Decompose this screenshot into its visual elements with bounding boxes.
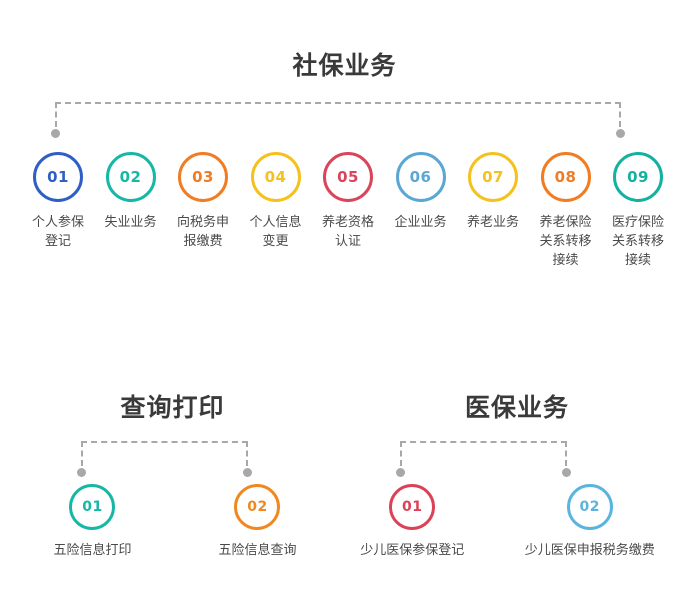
item-social-security-3[interactable]: 03 向税务申报缴费 (172, 152, 234, 251)
item-social-security-8[interactable]: 08 养老保险关系转移接续 (535, 152, 597, 270)
item-label: 向税务申报缴费 (176, 214, 229, 248)
bracket-right-dot (243, 468, 252, 477)
bracket-right-dot (562, 468, 571, 477)
step-circle-06[interactable]: 06 (395, 152, 446, 202)
item-label: 少儿医保参保登记 (360, 542, 465, 557)
step-number: 09 (627, 167, 649, 186)
step-circle-08[interactable]: 08 (540, 152, 591, 202)
bracket-horizontal-line (400, 441, 567, 443)
item-social-security-4[interactable]: 04 个人信息变更 (245, 152, 307, 251)
bracket-horizontal-line (55, 102, 621, 104)
bracket-left-drop (81, 441, 83, 466)
step-circle-02[interactable]: 02 (234, 484, 281, 530)
item-label: 医疗保险关系转移接续 (611, 214, 664, 267)
item-label: 五险信息打印 (53, 542, 132, 557)
bracket-right-drop (619, 102, 621, 127)
bracket-left-drop (400, 441, 402, 466)
bracket-left-dot (77, 468, 86, 477)
step-circle-02[interactable]: 02 (105, 152, 156, 202)
section-title-medical-insurance: 医保业务 (464, 394, 569, 422)
step-number: 01 (82, 499, 103, 515)
step-number: 02 (119, 167, 142, 186)
bracket-left-drop (55, 102, 57, 127)
items-row-medical-insurance: 01 少儿医保参保登记 02 少儿医保申报税务缴费 (330, 484, 685, 560)
bracket-left-dot (51, 129, 60, 138)
bracket-right-dot (616, 129, 625, 138)
item-label: 个人参保登记 (31, 214, 84, 248)
step-number: 01 (401, 499, 423, 515)
item-query-print-1[interactable]: 01 五险信息打印 (53, 484, 132, 560)
item-social-security-6[interactable]: 06 企业业务 (390, 152, 452, 232)
step-circle-01[interactable]: 01 (33, 152, 83, 202)
bracket-horizontal-line (81, 441, 248, 443)
item-query-print-2[interactable]: 02 五险信息查询 (218, 484, 297, 560)
item-social-security-5[interactable]: 05 养老资格认证 (317, 152, 379, 251)
item-medical-insurance-2[interactable]: 02 少儿医保申报税务缴费 (525, 484, 655, 560)
step-number: 07 (482, 167, 504, 186)
section-title-social-security: 社保业务 (292, 52, 397, 80)
item-social-security-9[interactable]: 09 医疗保险关系转移接续 (607, 152, 669, 270)
step-number: 05 (337, 167, 359, 186)
bracket-right-drop (565, 441, 567, 466)
step-circle-03[interactable]: 03 (178, 152, 228, 202)
items-row-social-security: 01 个人参保登记 02 失业业务 03 向税务申报缴费 04 个人信息变更 0… (27, 152, 669, 270)
item-social-security-2[interactable]: 02 失业业务 (100, 152, 162, 232)
item-label: 养老业务 (466, 214, 519, 229)
item-label: 养老保险关系转移接续 (539, 214, 592, 267)
item-medical-insurance-1[interactable]: 01 少儿医保参保登记 (360, 484, 464, 560)
item-social-security-7[interactable]: 07 养老业务 (462, 152, 524, 232)
item-label: 少儿医保申报税务缴费 (524, 542, 655, 557)
step-circle-04[interactable]: 04 (250, 152, 301, 202)
item-label: 企业业务 (394, 214, 447, 229)
item-social-security-1[interactable]: 01 个人参保登记 (27, 152, 89, 251)
items-row-query-print: 01 五险信息打印 02 五险信息查询 (10, 484, 340, 560)
step-circle-02[interactable]: 02 (566, 484, 613, 530)
step-circle-05[interactable]: 05 (323, 152, 373, 202)
item-label: 养老资格认证 (321, 214, 374, 248)
bracket-right-drop (246, 441, 248, 466)
bracket-left-dot (396, 468, 405, 477)
step-number: 02 (247, 499, 268, 515)
item-label: 失业业务 (104, 214, 157, 229)
step-circle-09[interactable]: 09 (613, 152, 663, 202)
step-number: 01 (47, 167, 69, 186)
step-number: 02 (579, 499, 600, 515)
step-number: 04 (264, 167, 287, 186)
bracket-query-print (77, 441, 252, 477)
step-circle-07[interactable]: 07 (468, 152, 518, 202)
section-title-query-print: 查询打印 (120, 394, 225, 422)
step-number: 06 (409, 167, 432, 186)
step-number: 08 (554, 167, 577, 186)
item-label: 个人信息变更 (249, 214, 302, 248)
step-number: 03 (192, 167, 214, 186)
step-circle-01[interactable]: 01 (69, 484, 116, 530)
item-label: 五险信息查询 (218, 542, 297, 557)
bracket-medical-insurance (396, 441, 571, 477)
bracket-social-security (51, 102, 625, 138)
step-circle-01[interactable]: 01 (389, 484, 436, 530)
